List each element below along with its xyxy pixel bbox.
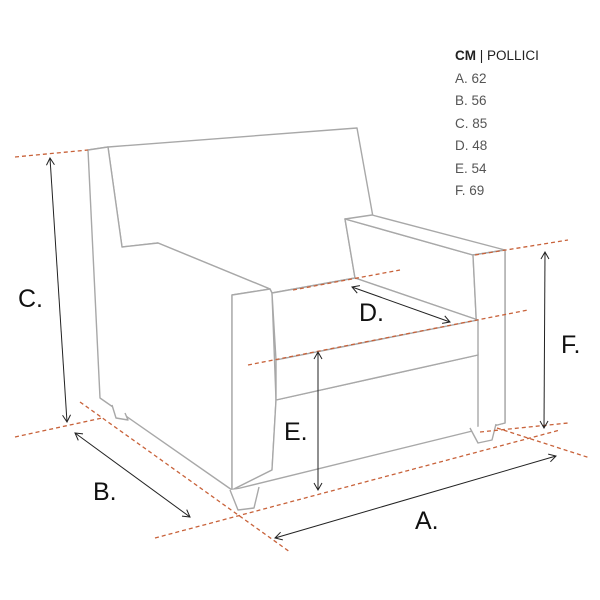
guide-a-right [496, 427, 591, 459]
legend-item-b: B. 56 [455, 93, 487, 108]
dimension-arrows [46, 156, 557, 541]
armchair-outline [87, 127, 506, 511]
left-arm-front [231, 288, 277, 491]
guide-seat-level [247, 309, 529, 366]
guide-c-top [14, 149, 89, 158]
arrow-c [46, 156, 71, 424]
arrow-a [274, 453, 557, 541]
guide-c-bottom [14, 417, 103, 438]
arrow-b [74, 432, 191, 518]
guide-f-bottom [479, 422, 569, 433]
label-c: C. [18, 285, 43, 313]
back-left-leg [111, 404, 129, 421]
unit-secondary: POLLICI [487, 48, 539, 63]
legend-header: CM | POLLICI [455, 45, 539, 68]
legend-item-d: D. 48 [455, 138, 488, 153]
guide-f-top [474, 239, 569, 256]
legend-item-e: E. 54 [455, 160, 487, 176]
legend-item-c: C. 85 [455, 115, 488, 131]
arrow-d [351, 285, 451, 324]
dimensions-legend: CM | POLLICI A. 62 B. 56 C. 85 D. 48 E. … [455, 45, 539, 203]
arrow-f [539, 250, 550, 430]
unit-separator: | [479, 48, 484, 63]
unit-primary: CM [455, 48, 476, 63]
front-left-leg [229, 486, 260, 511]
seat-cushion-front [275, 319, 479, 401]
label-e: E. [284, 418, 308, 446]
legend-item-f: F. 69 [455, 183, 485, 198]
front-right-leg [469, 423, 497, 444]
label-f: F. [561, 331, 581, 359]
legend-item-a: A. 62 [455, 70, 487, 86]
label-b: B. [93, 478, 117, 506]
label-d: D. [359, 299, 384, 327]
label-a: A. [415, 507, 439, 535]
